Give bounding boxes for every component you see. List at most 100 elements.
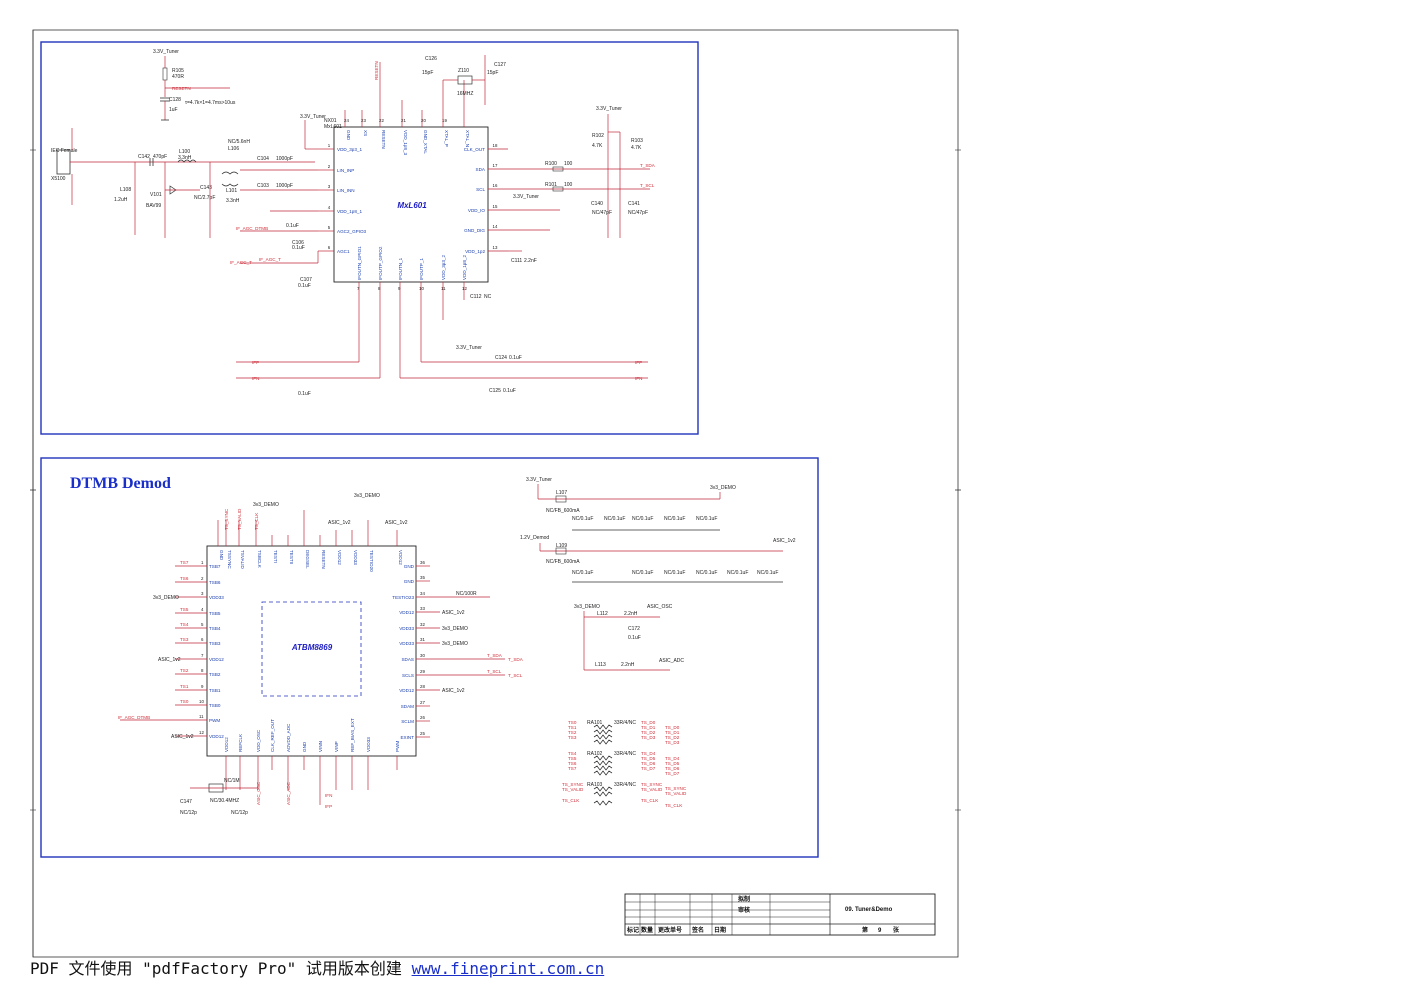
svg-text:TS_D7: TS_D7 bbox=[641, 766, 656, 771]
svg-text:NC/0.1uF: NC/0.1uF bbox=[696, 516, 717, 522]
svg-text:TS5: TS5 bbox=[568, 756, 577, 761]
svg-text:30: 30 bbox=[420, 653, 425, 658]
svg-text:0.1uF: 0.1uF bbox=[503, 388, 516, 394]
ts-array-group: TS0 TS1 TS2 TS3 RA101 33R/4/NC TS_D0 TS_… bbox=[568, 720, 680, 745]
tuner-crystal: Z110 16MHZ C126 15pF C127 15pF RESETN bbox=[374, 55, 506, 105]
svg-text:NC/12p: NC/12p bbox=[180, 810, 197, 816]
svg-text:TS_CLK: TS_CLK bbox=[254, 512, 259, 530]
svg-text:X5100: X5100 bbox=[51, 176, 66, 182]
svg-text:AGC2_GPIO3: AGC2_GPIO3 bbox=[337, 229, 367, 234]
svg-text:TS_SYNC: TS_SYNC bbox=[224, 508, 229, 530]
svg-text:9: 9 bbox=[398, 286, 401, 291]
svg-text:32: 32 bbox=[420, 622, 425, 627]
svg-text:10: 10 bbox=[419, 286, 424, 291]
svg-text:0.1uF: 0.1uF bbox=[628, 635, 641, 641]
svg-text:RA103: RA103 bbox=[587, 782, 603, 788]
svg-text:TSB7: TSB7 bbox=[209, 564, 221, 569]
tuner-pin-left: 3 LIN_INN bbox=[318, 184, 355, 193]
svg-text:NC/47pF: NC/47pF bbox=[628, 210, 648, 216]
svg-text:T_SDA: T_SDA bbox=[640, 163, 656, 168]
svg-text:0.1uF: 0.1uF bbox=[292, 245, 305, 251]
svg-text:L112: L112 bbox=[597, 611, 608, 617]
svg-text:VINN: VINN bbox=[318, 741, 323, 752]
svg-text:8: 8 bbox=[378, 286, 381, 291]
tuner-pins-bottom: 7 8 9 10 11 12 IFOUTN_GPIO1 IFOUTP_GPIO2… bbox=[357, 246, 467, 378]
svg-text:TS2: TS2 bbox=[568, 730, 577, 735]
svg-text:NC/0.1uF: NC/0.1uF bbox=[572, 516, 593, 522]
svg-text:1000pF: 1000pF bbox=[276, 183, 293, 189]
tuner-pin-left: 5 AGC2_GPIO3 bbox=[318, 225, 367, 234]
svg-text:5: 5 bbox=[201, 622, 204, 627]
svg-text:2: 2 bbox=[201, 576, 204, 581]
svg-text:ASIC_OSC: ASIC_OSC bbox=[256, 781, 261, 805]
svg-text:NC/0.1uF: NC/0.1uF bbox=[696, 570, 717, 576]
sheet-prefix: 第 bbox=[861, 926, 868, 934]
svg-text:NX01: NX01 bbox=[324, 118, 337, 124]
svg-text:C142: C142 bbox=[138, 154, 150, 160]
svg-text:CLK_OUT: CLK_OUT bbox=[464, 147, 485, 152]
svg-text:17: 17 bbox=[493, 163, 498, 168]
svg-text:T_SDA: T_SDA bbox=[508, 657, 524, 662]
svg-text:IFP: IFP bbox=[252, 360, 259, 365]
svg-text:1: 1 bbox=[201, 560, 204, 565]
svg-text:7: 7 bbox=[357, 286, 360, 291]
svg-text:IFOUTN_GPIO1: IFOUTN_GPIO1 bbox=[357, 246, 362, 280]
svg-text:TS_VALID: TS_VALID bbox=[237, 508, 242, 530]
svg-text:TS_D3: TS_D3 bbox=[665, 740, 680, 745]
tuner-pin-right: 16 SCL bbox=[476, 183, 508, 192]
svg-text:TS6: TS6 bbox=[568, 761, 577, 766]
tuner-pin-right: 14 GND_DIG bbox=[464, 224, 508, 233]
svg-text:SDAM: SDAM bbox=[401, 704, 414, 709]
svg-text:L108: L108 bbox=[120, 187, 131, 193]
crystal-icon bbox=[457, 75, 473, 85]
svg-text:GND: GND bbox=[346, 130, 351, 141]
svg-text:L100: L100 bbox=[179, 149, 190, 155]
footer-link[interactable]: www.fineprint.com.cn bbox=[411, 959, 605, 978]
part-ref: NC/5.6nH bbox=[228, 139, 250, 145]
svg-text:TS_D1: TS_D1 bbox=[665, 730, 680, 735]
svg-text:TS_CLK: TS_CLK bbox=[665, 803, 683, 808]
svg-text:5: 5 bbox=[328, 225, 331, 230]
svg-text:VDD33: VDD33 bbox=[399, 626, 414, 631]
svg-text:IF_AGC_T: IF_AGC_T bbox=[230, 260, 252, 265]
svg-text:20: 20 bbox=[421, 118, 426, 123]
svg-text:1.2uH: 1.2uH bbox=[114, 197, 128, 203]
svg-text:R102: R102 bbox=[592, 133, 604, 139]
svg-text:31: 31 bbox=[420, 637, 425, 642]
svg-text:TS4: TS4 bbox=[180, 622, 189, 627]
svg-text:T_SDA: T_SDA bbox=[487, 653, 503, 658]
svg-text:15: 15 bbox=[493, 204, 498, 209]
svg-text:NC/0.1uF: NC/0.1uF bbox=[632, 516, 653, 522]
svg-text:12: 12 bbox=[199, 730, 204, 735]
svg-text:TS2: TS2 bbox=[180, 668, 189, 673]
svg-text:IFP: IFP bbox=[635, 360, 642, 365]
svg-text:3v3_DEMO: 3v3_DEMO bbox=[442, 626, 468, 632]
svg-text:RESETN: RESETN bbox=[172, 86, 191, 91]
demod-crystal: NC/30.4MHZ NC/1M C147 NC/12p NC/12p bbox=[180, 778, 258, 816]
svg-text:3.3V_Tuner: 3.3V_Tuner bbox=[526, 477, 552, 483]
svg-text:1uF: 1uF bbox=[169, 107, 178, 113]
svg-text:6: 6 bbox=[201, 637, 204, 642]
svg-text:NC/2.7pF: NC/2.7pF bbox=[194, 195, 215, 201]
svg-text:TSVALID: TSVALID bbox=[240, 550, 245, 569]
svg-text:TS_D2: TS_D2 bbox=[665, 735, 680, 740]
svg-text:2.2nF: 2.2nF bbox=[524, 258, 537, 264]
svg-text:C103: C103 bbox=[257, 183, 269, 189]
svg-text:VDD12: VDD12 bbox=[399, 688, 414, 693]
svg-text:TS_SYNC: TS_SYNC bbox=[641, 782, 663, 787]
title-block-drawn: 拟制 bbox=[738, 895, 750, 903]
svg-text:11: 11 bbox=[199, 714, 204, 719]
svg-text:36: 36 bbox=[420, 560, 425, 565]
svg-text:19: 19 bbox=[442, 118, 447, 123]
svg-text:NC/30.4MHZ: NC/30.4MHZ bbox=[210, 798, 239, 804]
svg-text:XTAL_P: XTAL_P bbox=[444, 130, 449, 147]
